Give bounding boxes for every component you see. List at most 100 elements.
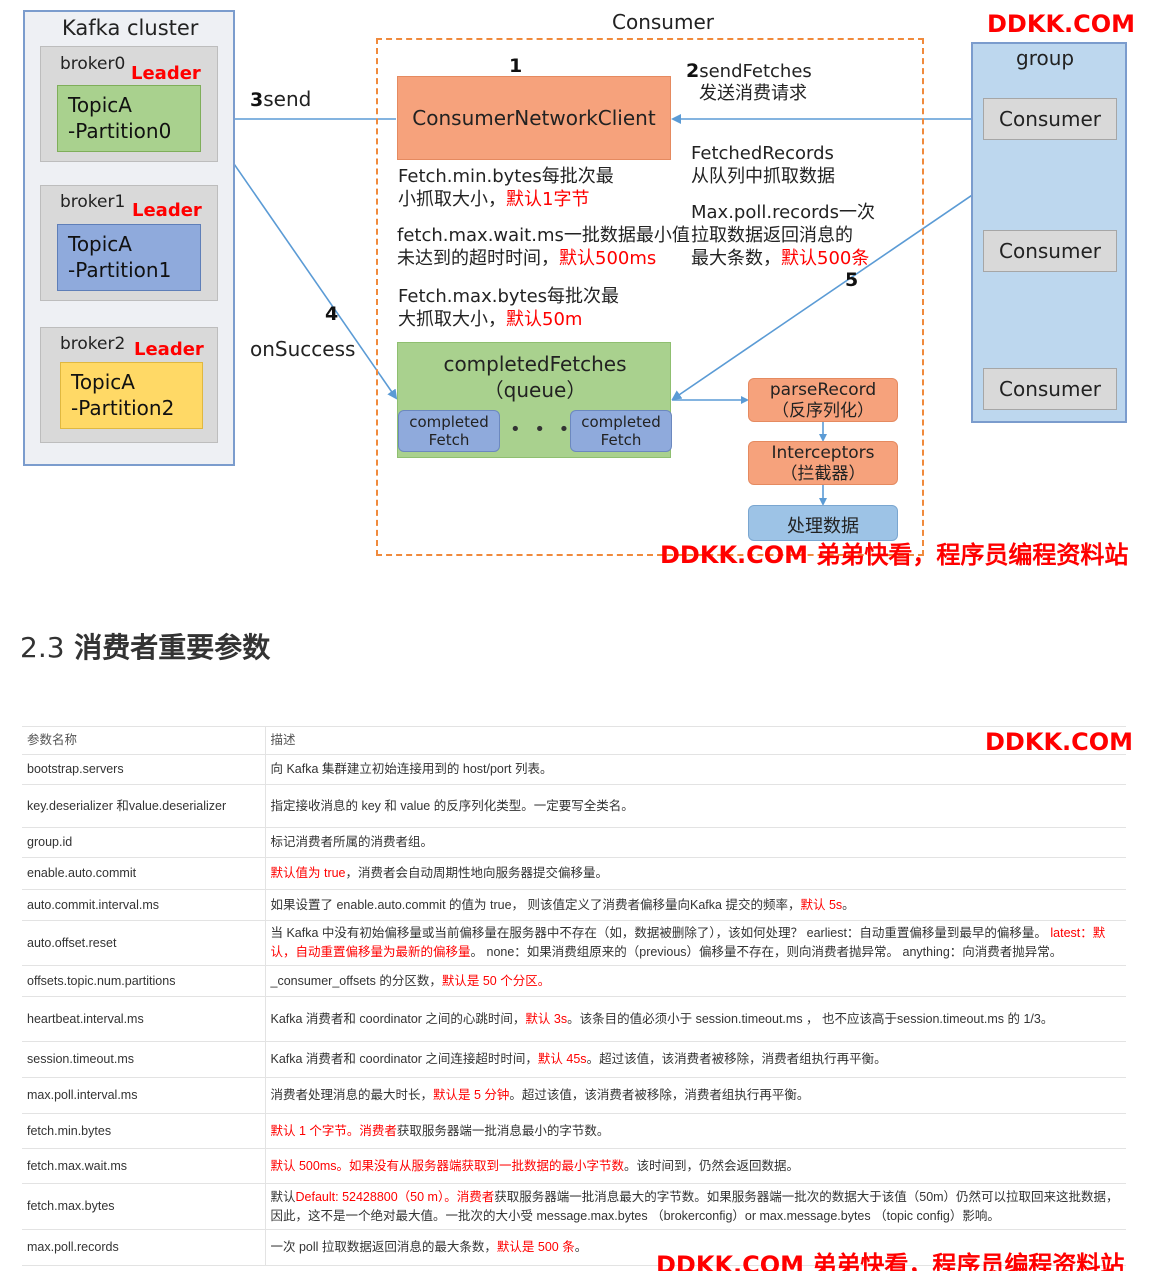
completed-fetch-line1: completed [409,413,489,431]
param-description-cell: 默认 500ms。如果没有从服务器端获取到一批数据的最小字节数。该时间到，仍然会… [265,1148,1126,1184]
partition0-line2: -Partition0 [68,119,172,143]
parse-record-line1: parseRecord [769,380,877,400]
section-heading: 2.3 消费者重要参数 [20,626,270,666]
table-row: session.timeout.ms Kafka 消费者和 coordinator… [22,1041,1126,1078]
completed-fetch-line2: Fetch [428,431,470,449]
fetch-wait-default: 默认500ms [559,248,657,269]
section-title: 消费者重要参数 [74,631,271,664]
param-name-cell: max.poll.interval.ms [22,1077,266,1114]
description-text: 指定接收消息的 key 和 value 的反序列化类型。一定要写全类名。 [270,798,634,813]
watermark-top: DDKK.COM [987,10,1136,38]
param-name-cell: heartbeat.interval.ms [22,996,266,1042]
description-text: Kafka 消费者和 coordinator 之间连接超时时间， [270,1052,538,1066]
parse-record-line2: （反序列化） [772,401,874,421]
param-name-cell: offsets.topic.num.partitions [22,965,266,997]
param-name-cell: group.id [22,827,266,858]
param-description-cell: 标记消费者所属的消费者组。 [265,827,1126,858]
param-name-cell: bootstrap.servers [22,754,266,785]
step1-number: 1 [509,55,523,77]
group-title: group [1016,46,1075,70]
description-highlight: 默认是 50 个分区。 [441,973,551,988]
fetched-records-line1: FetchedRecords [691,143,834,164]
param-name-cell: auto.commit.interval.ms [22,889,266,921]
consumer-network-client: ConsumerNetworkClient [397,76,671,160]
completed-fetches-line1: completedFetches [443,352,627,376]
broker0-leader: Leader [131,63,201,84]
description-text: 如果设置了 enable.auto.commit 的值为 true， 则该值定义… [270,897,801,912]
partition0-line1: TopicA [68,93,132,117]
description-highlight: 默认 1 个字节。消费者 [270,1123,397,1138]
ellipsis-dots: • • • [510,419,574,440]
broker1-name: broker1 [60,192,126,212]
completed-fetch-line1: completed [581,413,661,431]
param-description-cell: Kafka 消费者和 coordinator 之间的心跳时间，默认 3s。该条目… [265,996,1126,1042]
param-description-cell: 一次 poll 拉取数据返回消息的最大条数，默认是 500 条。 [265,1229,1126,1266]
completed-fetches-queue: completedFetches （queue） completed Fetch… [397,342,672,458]
table-row: auto.commit.interval.ms 如果设置了 enable.auto… [22,889,1126,921]
fetch-min-line2: 小抓取大小， [398,189,506,210]
description-text: 默认 [270,1189,296,1204]
interceptors-line2: （拦截器） [780,464,866,484]
group-consumer-2: Consumer [983,230,1117,272]
param-name-cell: fetch.min.bytes [22,1113,266,1149]
description-text: 。超过该值，该消费者被移除，消费者组执行再平衡。 [509,1088,810,1102]
description-text: 。 none：如果消费组原来的（previous）偏移量不存在，则向消费者抛异常… [470,945,1063,959]
description-highlight: 默认 3s [525,1011,568,1026]
param-name-cell: fetch.max.wait.ms [22,1148,266,1184]
fetch-min-bytes-note: Fetch.min.bytes每批次最 小抓取大小，默认1字节 [398,165,614,211]
interceptors-line1: Interceptors [771,443,875,463]
param-name-cell: key.deserializer 和value.deserializer [22,784,266,828]
kafka-consumer-diagram: Kafka cluster broker0 Leader TopicA -Par… [0,0,1175,600]
table-header-row: 参数名称 描述 [22,726,1126,755]
description-highlight: 默认值为 true [270,866,346,880]
description-text: _consumer_offsets 的分区数， [270,973,442,988]
step3-text: send [263,87,312,111]
param-name-cell: fetch.max.bytes [22,1183,266,1230]
broker0-name: broker0 [60,54,126,74]
partition1-box: TopicA -Partition1 [57,224,201,291]
consumer-title: Consumer [612,10,714,34]
description-highlight: 默认 500ms。如果没有从服务器端获取到一批数据的最小字节数 [270,1158,625,1173]
step4-text: onSuccess [250,337,356,361]
fetch-max-bytes-note: Fetch.max.bytes每批次最 大抓取大小，默认50m [398,285,619,331]
max-poll-line3: 最大条数， [691,248,781,269]
partition2-line1: TopicA [71,370,135,394]
watermark-bottom: DDKK.COM 弟弟快看，程序员编程资料站 [656,1251,1125,1271]
partition1-line1: TopicA [68,232,132,256]
description-text: Kafka 消费者和 coordinator 之间的心跳时间， [270,1011,526,1026]
section-number: 2.3 [20,631,65,664]
completed-fetch-item: completed Fetch [570,410,672,452]
fetch-max-line2: 大抓取大小， [398,309,506,330]
description-text: 一次 poll 拉取数据返回消息的最大条数， [270,1240,497,1254]
group-consumer-1: Consumer [983,98,1117,140]
consumer-params-table: 参数名称 描述 bootstrap.servers 向 Kafka 集群建立初始连… [22,726,1126,1266]
fetch-max-wait-note: fetch.max.wait.ms一批数据最小值 未达到的超时时间，默认500m… [397,224,690,270]
completed-fetch-item: completed Fetch [398,410,500,452]
step3-label: 3send [250,87,311,111]
param-name-cell: session.timeout.ms [22,1041,266,1078]
description-highlight: 默认是 5 分钟 [433,1088,510,1102]
description-text: 当 Kafka 中没有初始偏移量或当前偏移量在服务器中不存在（如，数据被删除了）… [270,926,1051,940]
fetch-max-line1: Fetch.max.bytes每批次最 [398,286,620,307]
fetched-records-line2: 从队列中抓取数据 [691,166,835,187]
step5-number: 5 [845,269,859,291]
kafka-cluster-title: Kafka cluster [62,16,199,40]
step2-number: 2 [686,60,700,82]
completed-fetches-title: completedFetches （queue） [398,351,672,403]
partition2-box: TopicA -Partition2 [60,362,203,429]
arrow-onsuccess [204,121,398,400]
table-row: key.deserializer 和value.deserializer 指定接收… [22,784,1126,828]
fetch-min-default: 默认1字节 [506,189,590,210]
description-text: 向 Kafka 集群建立初始连接用到的 host/port 列表。 [270,762,553,776]
description-text: 。 [842,897,855,912]
step4-number: 4 [325,303,339,325]
description-text: 。该条目的值必须小于 session.timeout.ms ， 也不应该高于se… [567,1011,1054,1026]
step2-label: 2sendFetches [686,60,812,82]
param-description-cell: 默认 1 个字节。消费者获取服务器端一批消息最小的字节数。 [265,1113,1126,1149]
